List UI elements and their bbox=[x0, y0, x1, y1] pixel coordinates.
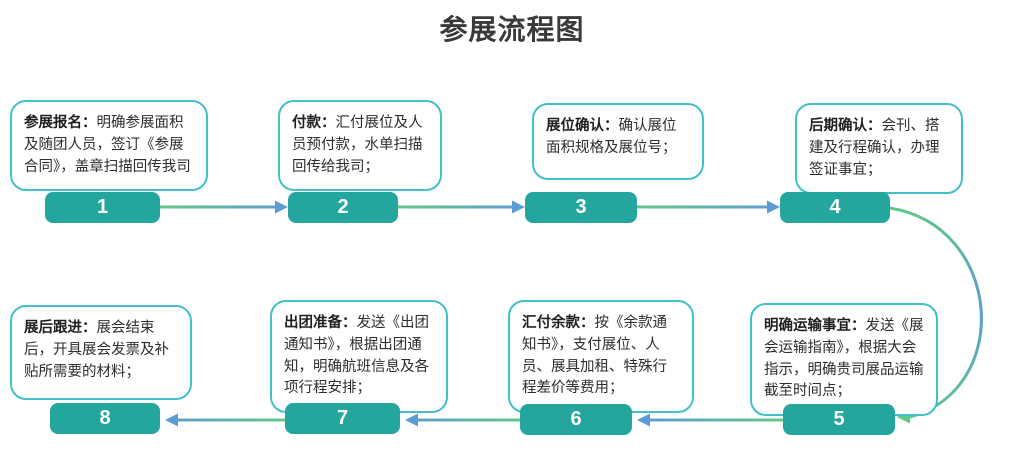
step-card-payment: 付款：汇付展位及人员预付款，水单扫描回传给我司； bbox=[278, 100, 442, 192]
step-card-balance-payment: 汇付余款：按《余款通知书》，支付展位、人员、展具加租、特殊行程差价等费用； bbox=[508, 300, 694, 413]
step-label: 出团准备： bbox=[284, 315, 357, 331]
step-label: 明确运输事宜： bbox=[764, 318, 866, 334]
step-label: 付款： bbox=[292, 115, 336, 131]
step-number-badge-4: 4 bbox=[780, 192, 890, 223]
step-label: 汇付余款： bbox=[522, 315, 595, 331]
step-label: 参展报名： bbox=[24, 115, 97, 131]
step-card-registration: 参展报名：明确参展面积及随团人员，签订《参展合同》，盖章扫描回传我司 bbox=[10, 100, 208, 192]
arrow-step3-to-step4 bbox=[635, 200, 780, 214]
step-description: 展会结束后，开具展会发票及补贴所需要的材料； bbox=[24, 320, 169, 380]
step-card-post-show-followup: 展后跟进：展会结束后，开具展会发票及补贴所需要的材料； bbox=[10, 305, 192, 400]
arrow-step7-to-step8 bbox=[165, 413, 287, 427]
step-card-booth-confirmation: 展位确认：确认展位面积规格及展位号； bbox=[532, 103, 704, 180]
step-number-badge-3: 3 bbox=[525, 192, 637, 223]
arrow-step1-to-step2 bbox=[158, 200, 288, 214]
step-number-badge-5: 5 bbox=[783, 404, 895, 435]
step-label: 后期确认： bbox=[809, 118, 882, 134]
arrow-step2-to-step3 bbox=[396, 200, 525, 214]
arrow-step6-to-step7 bbox=[405, 413, 522, 427]
step-description: 汇付展位及人员预付款，水单扫描回传给我司； bbox=[292, 115, 423, 175]
step-label: 展后跟进： bbox=[24, 320, 97, 336]
step-number-badge-2: 2 bbox=[288, 192, 398, 223]
step-description: 按《余款通知书》，支付展位、人员、展具加租、特殊行程差价等费用； bbox=[522, 315, 667, 397]
step-description: 确认展位面积规格及展位号； bbox=[546, 118, 677, 156]
step-description: 发送《出团通知书》，根据出团通知，明确航班信息及各项行程安排； bbox=[284, 315, 429, 397]
step-card-later-confirmation: 后期确认：会刊、搭建及行程确认，办理签证事宜； bbox=[795, 103, 963, 195]
step-description: 会刊、搭建及行程确认，办理签证事宜； bbox=[809, 118, 940, 178]
step-number-badge-1: 1 bbox=[45, 192, 160, 223]
step-description: 发送《展会运输指南》，根据大会指示，明确贵司展品运输截至时间点； bbox=[764, 318, 924, 400]
step-number-badge-7: 7 bbox=[285, 403, 400, 434]
step-number-badge-8: 8 bbox=[50, 403, 160, 434]
step-label: 展位确认： bbox=[546, 118, 619, 134]
step-card-shipping: 明确运输事宜：发送《展会运输指南》，根据大会指示，明确贵司展品运输截至时间点； bbox=[750, 303, 938, 416]
step-description: 明确参展面积及随团人员，签订《参展合同》，盖章扫描回传我司 bbox=[24, 115, 191, 175]
step-number-badge-6: 6 bbox=[520, 404, 632, 435]
arrow-step5-to-step6 bbox=[637, 413, 785, 427]
page-title: 参展流程图 bbox=[439, 14, 585, 45]
step-card-departure-prep: 出团准备：发送《出团通知书》，根据出团通知，明确航班信息及各项行程安排； bbox=[270, 300, 448, 413]
